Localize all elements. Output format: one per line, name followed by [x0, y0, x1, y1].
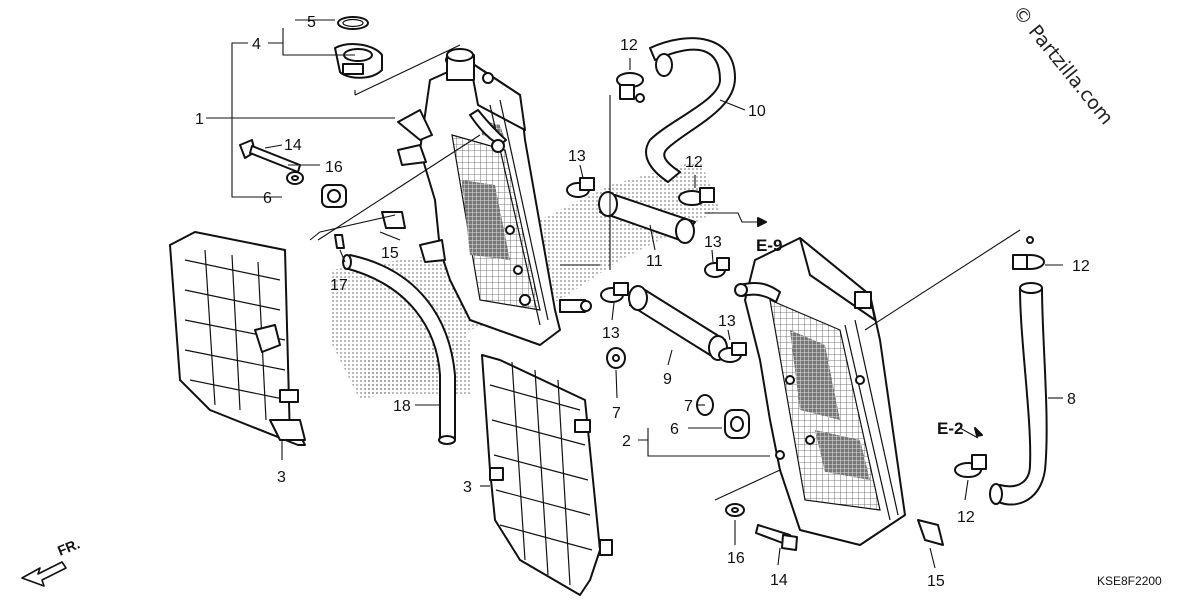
clamp-12-top[interactable]: [616, 72, 645, 103]
hose-11[interactable]: [598, 191, 696, 244]
callout-13-b: 13: [704, 234, 722, 251]
callout-4: 4: [252, 36, 261, 53]
callout-16-low: 16: [727, 550, 745, 567]
callout-14-top: 14: [284, 137, 302, 154]
hose-9[interactable]: [628, 285, 728, 361]
clamp-13-a[interactable]: [566, 177, 595, 198]
callout-6-top: 6: [263, 190, 272, 207]
callout-13-a: 13: [568, 148, 586, 165]
callout-18: 18: [393, 398, 411, 415]
radiator-cap[interactable]: [334, 43, 383, 79]
callout-7-b: 7: [684, 398, 693, 415]
callout-7-a: 7: [612, 405, 621, 422]
clamp-12-low[interactable]: [954, 454, 987, 478]
callout-13-d: 13: [718, 313, 736, 330]
callout-10: 10: [748, 103, 766, 120]
left-radiator-grille[interactable]: [169, 231, 306, 446]
hose-8[interactable]: [989, 282, 1048, 506]
callout-9: 9: [663, 371, 672, 388]
e2-arrow-icon: [974, 427, 983, 437]
bolt-14-low[interactable]: [755, 524, 798, 551]
callout-1: 1: [195, 111, 204, 128]
callout-15-top: 15: [381, 245, 399, 262]
callout-13-c: 13: [602, 325, 620, 342]
callout-12-right: 12: [1072, 258, 1090, 275]
callout-8: 8: [1067, 391, 1076, 408]
clamp-12-mid[interactable]: [678, 187, 715, 206]
grommet-6-top[interactable]: [321, 184, 347, 208]
washer-16-low[interactable]: [725, 503, 745, 517]
callout-12-top: 12: [620, 37, 638, 54]
cap-seal[interactable]: [337, 16, 369, 30]
front-label: FR.: [55, 535, 82, 558]
callout-11: 11: [646, 253, 663, 270]
pin-17[interactable]: [334, 234, 345, 249]
clamp-12-right[interactable]: [1012, 236, 1045, 270]
e9-arrow-icon: [757, 217, 767, 227]
callout-14-low: 14: [770, 572, 788, 589]
left-radiator[interactable]: [397, 48, 592, 346]
clamp-13-d[interactable]: [718, 342, 747, 363]
callout-15-low: 15: [927, 573, 945, 590]
clamp-13-c[interactable]: [600, 282, 629, 303]
washer-16-top[interactable]: [286, 171, 304, 185]
callout-2: 2: [622, 433, 631, 450]
callout-12-low: 12: [957, 509, 975, 526]
breather-tube-18[interactable]: [342, 254, 456, 445]
callout-17: 17: [330, 277, 348, 294]
callout-16-top: 16: [325, 159, 343, 176]
watermark: © Partzilla.com: [1008, 1, 1117, 129]
upper-hose-10[interactable]: [645, 37, 736, 183]
front-direction-indicator: FR.: [21, 535, 82, 587]
right-radiator[interactable]: [734, 237, 906, 546]
callout-3-left: 3: [277, 469, 286, 486]
grommet-6-low[interactable]: [724, 409, 750, 439]
callout-5: 5: [307, 14, 316, 31]
clip-15-low[interactable]: [917, 519, 944, 546]
diagram-code: KSE8F2200: [1097, 574, 1162, 588]
callout-12-mid: 12: [685, 154, 703, 171]
front-arrow-icon: [21, 561, 67, 587]
collar-7-a[interactable]: [606, 347, 626, 369]
callout-3-center: 3: [463, 479, 472, 496]
clip-15-top[interactable]: [381, 211, 406, 229]
right-radiator-grille[interactable]: [481, 354, 613, 596]
reference-e2[interactable]: E-2: [937, 419, 963, 438]
callout-labels: 1 2 3 3 4 5 6 6 7 7 8 9 10 11 12 12 12 1…: [195, 14, 1090, 590]
reference-e9[interactable]: E-9: [756, 236, 782, 255]
leader-lines: [206, 19, 1063, 569]
clamp-13-b[interactable]: [704, 257, 730, 278]
callout-6-low: 6: [670, 421, 679, 438]
